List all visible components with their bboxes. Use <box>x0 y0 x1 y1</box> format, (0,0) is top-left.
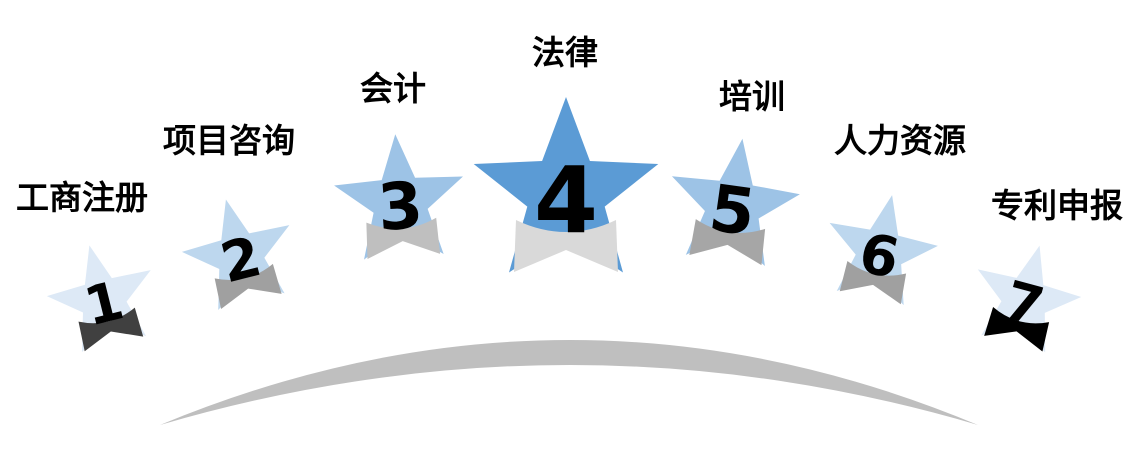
star-number: 4 <box>534 147 598 254</box>
ribbon-shape <box>214 263 282 309</box>
star-number: 3 <box>375 168 425 246</box>
star-label-1: 工商注册 <box>16 178 148 217</box>
star-label-3: 会计 <box>360 69 426 108</box>
ribbon-shape <box>514 220 618 272</box>
star-number: 5 <box>705 171 760 252</box>
star-item-6: 6 <box>829 195 938 306</box>
star-item-7: 7 <box>977 245 1082 353</box>
star-item-2: 2 <box>181 199 290 310</box>
ribbon-shape <box>78 307 144 352</box>
ribbon-shape <box>984 307 1050 352</box>
star-label-6: 人力资源 <box>834 121 966 160</box>
star-item-5: 5 <box>671 138 800 266</box>
ribbon-shape <box>839 261 907 305</box>
star-item-1: 1 <box>46 245 151 353</box>
ribbon-shape <box>689 219 766 266</box>
star-label-2: 项目咨询 <box>163 121 295 160</box>
star-item-4: 4 <box>473 97 659 273</box>
star-item-3: 3 <box>334 134 463 260</box>
star-label-5: 培训 <box>719 77 785 116</box>
star-label-4: 法律 <box>532 33 598 72</box>
star-label-7: 专利申报 <box>991 186 1123 225</box>
base-arc <box>160 340 978 425</box>
star-shape <box>473 97 659 273</box>
ribbon-shape <box>366 217 441 260</box>
